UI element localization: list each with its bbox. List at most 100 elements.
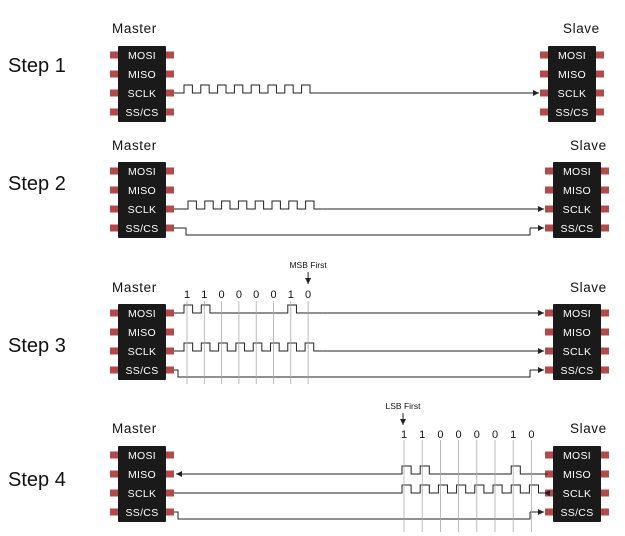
master-pin-right [166,470,174,478]
master-chip-body [118,304,166,380]
slave-pin-right [601,489,609,497]
master-pin-mosi: MOSI [128,308,156,320]
master-pin-ss-cs: SS/CS [125,107,158,119]
slave-chip-body [553,304,601,380]
bit-label: 1 [288,289,294,301]
master-pin-right [166,309,174,317]
slave-pin-right [601,205,609,213]
slave-pin-miso: MISO [558,69,586,81]
slave-pin-left [540,70,548,78]
master-pin-left [110,309,118,317]
slave-pin-mosi: MOSI [563,308,591,320]
slave-label: Slave [563,21,600,36]
lsb-first-label: LSB First [386,401,422,411]
bit-label: 0 [437,429,443,441]
bit-label: 0 [253,289,259,301]
slave-pin-left [545,508,553,516]
slave-pin-right [596,70,604,78]
step-label: Step 3 [8,335,66,357]
bit-label: 0 [492,429,498,441]
step-label: Step 2 [8,173,66,195]
bit-label: 1 [401,429,407,441]
master-pin-left [110,89,118,97]
master-pin-ss-cs: SS/CS [125,223,158,235]
slave-pin-left [545,366,553,374]
master-pin-left [110,347,118,355]
master-pin-left [110,108,118,116]
msb-first-label: MSB First [289,260,327,270]
bit-label: 0 [456,429,462,441]
master-pin-right [166,489,174,497]
master-chip: MOSI MISO SCLK SS/CS [110,304,174,380]
master-pin-miso: MISO [128,69,156,81]
slave-pin-left [545,224,553,232]
master-pin-left [110,51,118,59]
bit-label: 1 [184,289,190,301]
mosi-signal [174,304,323,314]
ss-signal [174,369,531,378]
master-pin-right [166,366,174,374]
slave-pin-right [601,508,609,516]
slave-pin-left [545,328,553,336]
ss-signal [174,227,531,236]
master-pin-miso: MISO [128,469,156,481]
master-chip: MOSI MISO SCLK SS/CS [110,446,174,522]
master-label: Master [112,21,157,36]
master-pin-miso: MISO [128,185,156,197]
master-pin-right [166,205,174,213]
slave-pin-left [545,205,553,213]
master-pin-right [166,328,174,336]
bit-label: 0 [474,429,480,441]
miso-signal [176,465,548,477]
master-pin-sclk: SCLK [128,488,157,500]
slave-pin-ss-cs: SS/CS [555,107,588,119]
slave-pin-miso: MISO [563,185,591,197]
ss-signal [174,511,531,520]
master-chip-body [118,446,166,522]
slave-pin-sclk: SCLK [563,346,592,358]
master-pin-left [110,70,118,78]
master-pin-right [166,451,174,459]
slave-pin-right [601,451,609,459]
master-label: Master [112,280,157,295]
bit-label: 1 [201,289,207,301]
master-pin-left [110,451,118,459]
bit-label: 0 [236,289,242,301]
master-pin-left [110,167,118,175]
slave-pin-right [601,347,609,355]
slave-label: Slave [570,280,607,295]
slave-pin-mosi: MOSI [563,166,591,178]
slave-pin-left [545,309,553,317]
master-pin-miso: MISO [128,327,156,339]
master-pin-right [166,186,174,194]
master-pin-mosi: MOSI [128,50,156,62]
bit-label: 1 [510,429,516,441]
slave-pin-right [601,186,609,194]
bit-label: 0 [270,289,276,301]
slave-label: Slave [570,138,607,153]
master-label: Master [112,138,157,153]
slave-pin-right [596,51,604,59]
master-pin-ss-cs: SS/CS [125,365,158,377]
master-pin-mosi: MOSI [128,450,156,462]
master-pin-sclk: SCLK [128,346,157,358]
step-label: Step 4 [8,469,66,491]
master-pin-left [110,328,118,336]
slave-pin-right [601,366,609,374]
slave-pin-right [601,328,609,336]
master-pin-right [166,224,174,232]
slave-pin-ss-cs: SS/CS [560,223,593,235]
slave-pin-right [601,309,609,317]
master-pin-ss-cs: SS/CS [125,507,158,519]
slave-pin-right [601,224,609,232]
